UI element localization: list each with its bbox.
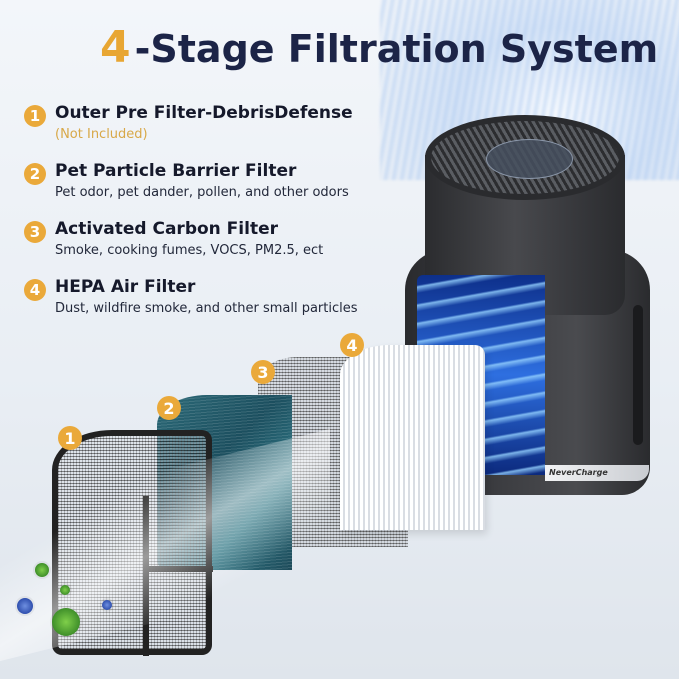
number-badge: 3: [24, 221, 46, 243]
filter-badge-2: 2: [157, 396, 181, 420]
filter-badge-3: 3: [251, 360, 275, 384]
germ-icon: [17, 598, 33, 614]
purifier-handle: [633, 305, 643, 445]
control-panel: [486, 139, 573, 179]
feature-name: Pet Particle Barrier Filter: [55, 161, 297, 181]
number-badge: 4: [24, 279, 46, 301]
page-title: 4-Stage Filtration System: [100, 22, 658, 73]
germ-icon: [60, 585, 70, 595]
feature-desc: Smoke, cooking fumes, VOCS, PM2.5, ect: [55, 243, 324, 258]
frame-bar: [143, 496, 149, 656]
title-text: -Stage Filtration System: [134, 27, 659, 71]
brand-label: NeverCharge: [545, 465, 649, 481]
feature-name: Activated Carbon Filter: [55, 219, 278, 239]
frame-bar: [143, 566, 213, 572]
feature-name: HEPA Air Filter: [55, 277, 196, 297]
feature-item-outer-pre-filter: 1 Outer Pre Filter-DebrisDefense (Not In…: [24, 103, 384, 161]
feature-item-hepa-filter: 4 HEPA Air Filter Dust, wildfire smoke, …: [24, 277, 384, 335]
germ-icon: [102, 600, 112, 610]
germ-icon: [35, 563, 49, 577]
feature-item-activated-carbon-filter: 3 Activated Carbon Filter Smoke, cooking…: [24, 219, 384, 277]
feature-name: Outer Pre Filter-DebrisDefense: [55, 103, 353, 123]
number-badge: 1: [24, 105, 46, 127]
number-badge: 2: [24, 163, 46, 185]
filter-badge-1: 1: [58, 426, 82, 450]
hepa-filter-image: [340, 345, 485, 530]
title-number: 4: [100, 22, 131, 73]
feature-item-pet-particle-filter: 2 Pet Particle Barrier Filter Pet odor, …: [24, 161, 384, 219]
germ-icon: [52, 608, 80, 636]
filter-badge-4: 4: [340, 333, 364, 357]
feature-list: 1 Outer Pre Filter-DebrisDefense (Not In…: [24, 103, 384, 335]
feature-desc: Pet odor, pet dander, pollen, and other …: [55, 185, 349, 200]
purifier-top-grille: [425, 115, 625, 200]
feature-desc: Dust, wildfire smoke, and other small pa…: [55, 301, 358, 316]
feature-note: (Not Included): [55, 127, 148, 142]
